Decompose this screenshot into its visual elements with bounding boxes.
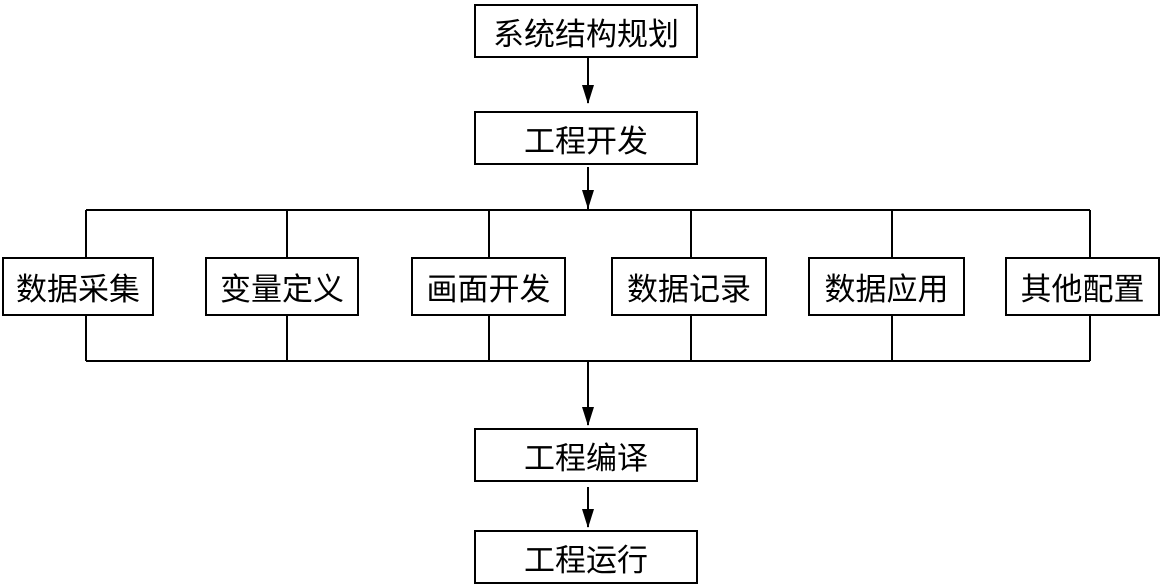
arrowhead-bus-to-compile bbox=[582, 407, 594, 426]
step-project-development: 工程开发 bbox=[474, 111, 698, 165]
subtask-data-recording-label: 数据记录 bbox=[627, 272, 751, 308]
subtask-screen-development: 画面开发 bbox=[411, 257, 566, 316]
step-project-run-label: 工程运行 bbox=[524, 542, 648, 579]
subtask-variable-definition: 变量定义 bbox=[205, 257, 359, 316]
step-project-development-label: 工程开发 bbox=[524, 123, 648, 160]
arrowhead-compile-to-run bbox=[582, 509, 594, 528]
subtask-data-recording: 数据记录 bbox=[611, 257, 767, 316]
subtask-data-application: 数据应用 bbox=[808, 257, 965, 316]
subtask-data-acquisition-label: 数据采集 bbox=[16, 272, 140, 308]
subtask-other-config: 其他配置 bbox=[1005, 257, 1160, 316]
step-project-compile: 工程编译 bbox=[474, 428, 698, 482]
step-project-compile-label: 工程编译 bbox=[524, 440, 648, 477]
step-project-run: 工程运行 bbox=[474, 530, 698, 584]
subtask-variable-definition-label: 变量定义 bbox=[220, 272, 344, 308]
subtask-data-acquisition: 数据采集 bbox=[2, 257, 154, 316]
arrowhead-plan-to-develop bbox=[582, 85, 594, 104]
subtask-other-config-label: 其他配置 bbox=[1020, 272, 1145, 308]
arrowhead-develop-to-bus bbox=[582, 190, 594, 209]
subtask-screen-development-label: 画面开发 bbox=[426, 272, 551, 308]
subtask-data-application-label: 数据应用 bbox=[824, 272, 949, 308]
step-system-planning-label: 系统结构规划 bbox=[493, 16, 679, 53]
step-system-planning: 系统结构规划 bbox=[474, 4, 698, 58]
